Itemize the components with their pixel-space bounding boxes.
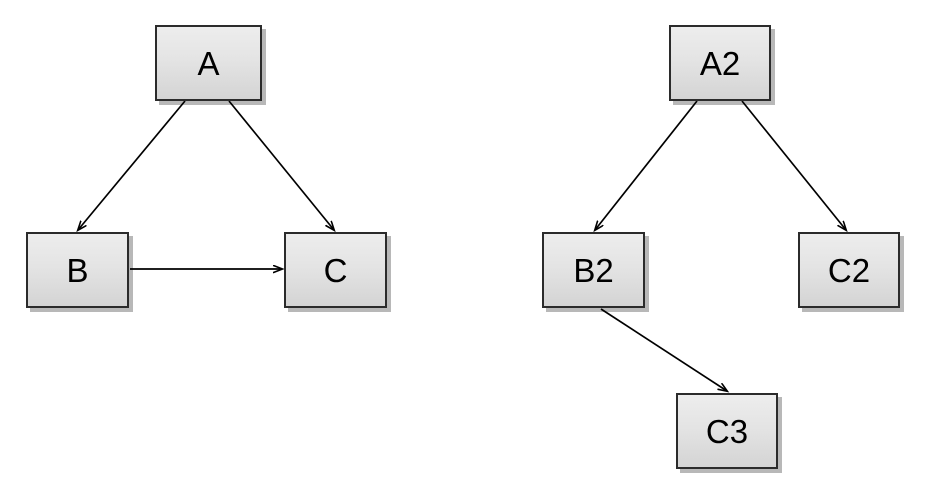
- edge-a2-to-c2: [741, 100, 846, 230]
- node-label: B2: [573, 251, 614, 289]
- node-b2[interactable]: B2: [542, 232, 645, 308]
- node-label: C: [323, 251, 348, 289]
- node-b[interactable]: B: [26, 232, 129, 308]
- edge-a-to-c: [228, 100, 334, 230]
- node-label: A: [197, 44, 220, 82]
- edge-b2-to-c3: [600, 308, 727, 391]
- node-a[interactable]: A: [155, 25, 262, 101]
- node-label: A2: [699, 44, 741, 82]
- node-label: C3: [705, 412, 749, 450]
- node-c2[interactable]: C2: [798, 232, 900, 308]
- node-c[interactable]: C: [284, 232, 387, 308]
- node-a2[interactable]: A2: [669, 25, 771, 101]
- edge-a2-to-b2: [595, 100, 698, 230]
- node-c3[interactable]: C3: [676, 393, 778, 469]
- node-label: C2: [827, 251, 871, 289]
- node-label: B: [66, 251, 89, 289]
- edge-a-to-b: [78, 100, 186, 230]
